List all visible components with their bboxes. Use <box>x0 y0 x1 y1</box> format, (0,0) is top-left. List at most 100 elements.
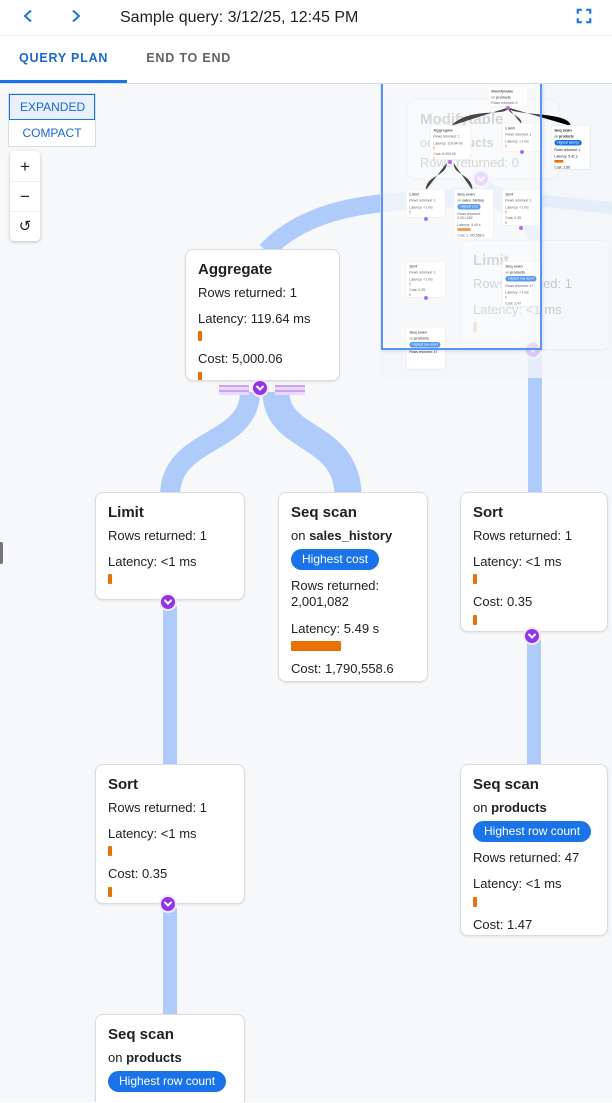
node-latency: Latency: <1 ms <box>108 554 197 569</box>
node-title: Sort <box>409 263 418 269</box>
view-mode-toggle: EXPANDED COMPACT <box>8 93 96 147</box>
node-rows-returned: Rows returned: 2,001,082 <box>291 578 380 610</box>
edge-aggregate-to-limit <box>160 391 260 497</box>
edge-modifytable-to-seqscan_latency <box>508 107 571 126</box>
node-title: Sort <box>473 504 503 521</box>
minimap-chevron-dot <box>447 160 452 165</box>
node-latency: Latency: <1 ms <box>505 290 529 295</box>
node-cost: Cost: 0.35 <box>473 594 533 610</box>
node-cost: Cost: 0.35 <box>505 216 521 221</box>
zoom-out-button[interactable]: − <box>10 181 40 211</box>
node-cost-bar <box>198 371 202 380</box>
node-latency: Latency: <1 ms <box>108 826 197 841</box>
node-rows-returned: Rows returned: 47 <box>409 349 438 354</box>
collapse-chevron-sort_right[interactable] <box>523 627 541 645</box>
node-latency-bar <box>291 640 341 651</box>
node-title: Seq scan <box>505 263 523 269</box>
node-cost-bar <box>409 293 411 296</box>
node-title: Seq scan <box>409 329 427 335</box>
node-table: on products <box>409 335 429 340</box>
node-latency: Latency: 5.41 s <box>554 154 578 159</box>
compact-button[interactable]: COMPACT <box>9 120 95 146</box>
edge-modifytable-to-aggregate <box>450 107 509 126</box>
node-cost-bar <box>433 157 435 160</box>
node-latency-bar <box>505 210 507 214</box>
node-latency: Latency: <1 ms <box>505 139 529 144</box>
node-badge: Highest row count <box>108 1071 227 1092</box>
reset-view-button[interactable]: ↺ <box>10 211 40 241</box>
previous-query-button[interactable] <box>14 4 42 32</box>
node-latency-bar <box>473 574 477 585</box>
collapse-chevron-limit[interactable] <box>159 593 177 611</box>
node-cost: Cost: 0.35 <box>409 287 425 292</box>
minimap-edges <box>425 107 571 191</box>
minimap-viewport[interactable] <box>381 84 542 350</box>
node-latency-bar <box>473 896 477 907</box>
edge-aggregate-to-seqscan_sales <box>262 390 362 497</box>
node-rows-returned: Rows returned: 0 <box>491 100 518 105</box>
collapse-chevron-aggregate[interactable] <box>251 379 269 397</box>
page-title: Sample query: 3/12/25, 12:45 PM <box>120 8 359 26</box>
node-cost-bar <box>291 681 391 682</box>
node-latency-bar <box>457 228 471 232</box>
node-cost: Cost: 5,000.06 <box>433 152 456 157</box>
node-cost: Cost: 1,790,558.6 <box>457 233 485 238</box>
node-cost: Cost: 1.59 <box>554 164 570 169</box>
node-title: Seq scan <box>108 1026 174 1043</box>
collapse-stripes <box>219 385 249 395</box>
node-rows-returned: Rows returned: 1 <box>409 270 436 275</box>
node-table: on products <box>108 1049 182 1065</box>
node-title: Aggregate <box>198 261 273 278</box>
node-latency: Latency: 5.49 s <box>291 620 380 636</box>
tab-end-to-end[interactable]: END TO END <box>127 36 250 83</box>
node-rows-returned: Rows returned: 2,001,082 <box>457 211 481 221</box>
minimap-chevron-dot <box>519 150 524 155</box>
next-query-button[interactable] <box>62 4 90 32</box>
node-title: Sort <box>108 776 138 793</box>
node-latency: Latency: <1 ms <box>409 277 433 282</box>
node-latency-bar <box>108 846 112 857</box>
tab-query-plan[interactable]: QUERY PLAN <box>0 36 128 83</box>
node-latency-bar <box>505 295 507 299</box>
fullscreen-button[interactable] <box>570 4 598 32</box>
node-rows-returned: Rows returned: 1 <box>433 134 460 139</box>
node-badge: Highest cost <box>291 549 380 570</box>
node-table: on sales_history <box>291 527 393 543</box>
zoom-in-button[interactable]: + <box>10 151 40 181</box>
expanded-button[interactable]: EXPANDED <box>9 94 95 120</box>
chevron-left-icon <box>23 9 33 26</box>
minimap-chevron-dot <box>519 225 524 230</box>
node-title: Seq scan <box>457 192 475 197</box>
collapse-chevron-sort_left[interactable] <box>159 895 177 913</box>
node-latency: Latency: <1 ms <box>473 554 562 569</box>
panel-drag-handle[interactable] <box>0 542 3 564</box>
node-latency-bar <box>108 574 112 585</box>
